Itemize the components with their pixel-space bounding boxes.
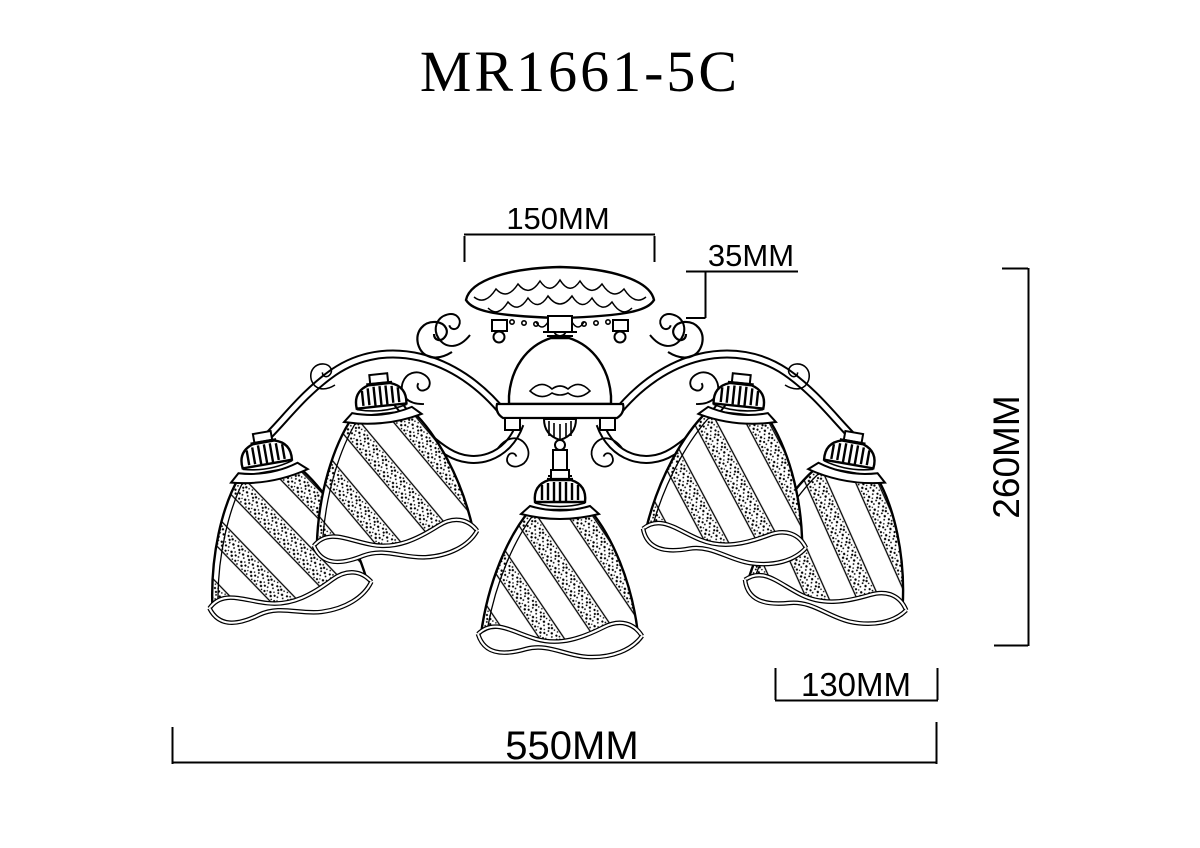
dim-canopy-height: 35MM — [686, 238, 798, 319]
dim-overall-width-label: 550MM — [505, 724, 638, 768]
dim-shade-diameter: 130MM — [774, 666, 939, 703]
dim-overall-width: 550MM — [171, 722, 938, 768]
dim-canopy-width: 150MM — [463, 201, 656, 262]
model-title: MR1661-5C — [420, 39, 740, 104]
dim-canopy-height-label: 35MM — [708, 238, 794, 273]
dimension-annotations: MR1661-5C 150MM 35MM 260MM 130MM 550MM — [171, 39, 1030, 768]
shade-center — [478, 470, 642, 657]
dim-shade-diameter-label: 130MM — [801, 666, 911, 703]
chandelier-artwork — [181, 265, 935, 657]
center-body — [495, 331, 625, 482]
shade-left — [297, 366, 480, 569]
dim-overall-height: 260MM — [986, 267, 1030, 647]
dim-canopy-width-label: 150MM — [506, 201, 609, 236]
ceiling-canopy — [464, 265, 656, 344]
shade-right — [641, 366, 824, 569]
dim-overall-height-label: 260MM — [986, 395, 1027, 518]
